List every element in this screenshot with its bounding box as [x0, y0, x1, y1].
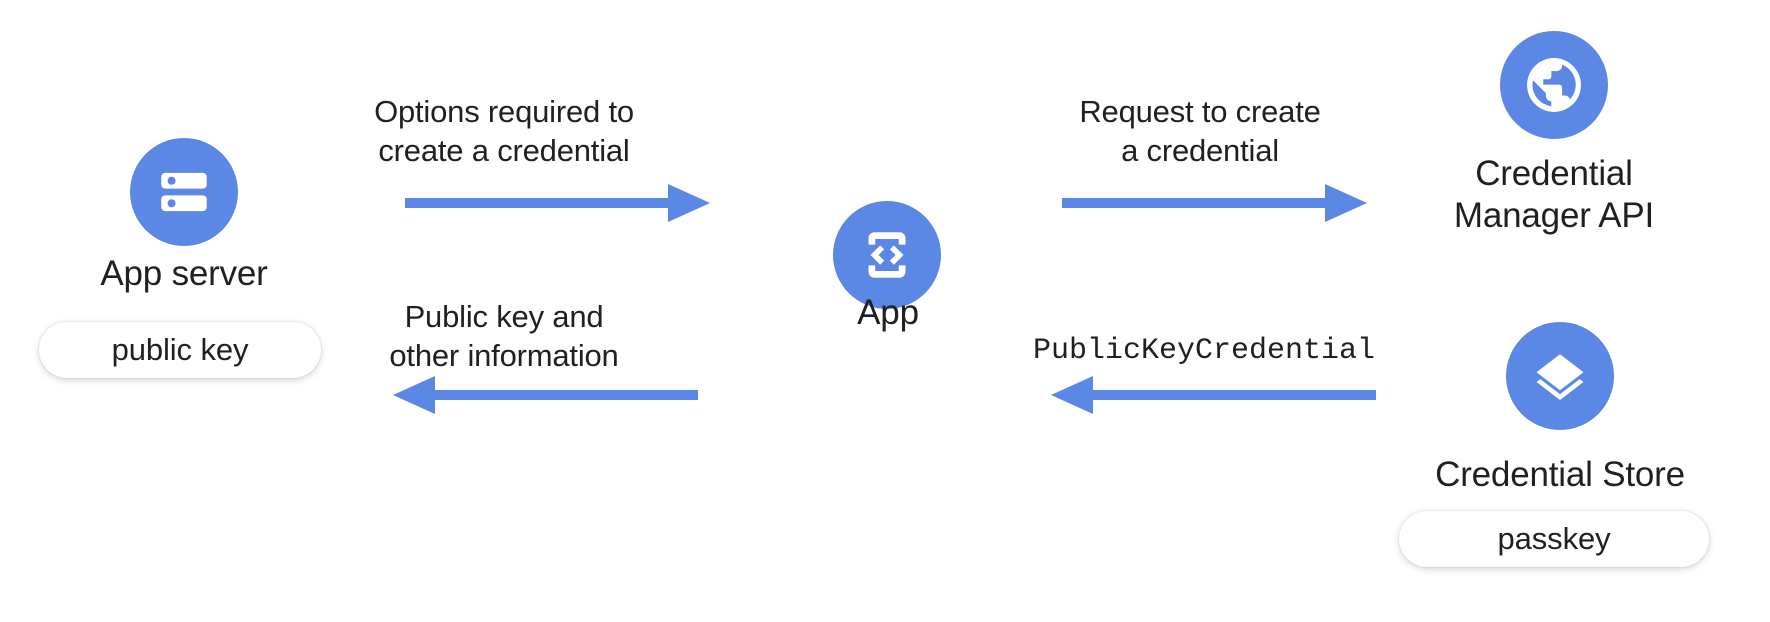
node-app-server-label: App server	[100, 254, 268, 293]
edge-label-publickeycredential: PublicKeyCredential	[1032, 334, 1376, 368]
node-credential-manager-api-label: Credential Manager API	[1453, 154, 1655, 235]
chip-public-key: public key	[39, 322, 321, 378]
layers-icon	[1506, 322, 1614, 430]
arrow-left-icon	[1036, 374, 1376, 416]
arrow-right-icon	[405, 182, 710, 224]
app-code-phone-icon	[833, 201, 941, 309]
arrow-left-icon	[378, 374, 698, 416]
server-icon	[130, 138, 238, 246]
chip-passkey: passkey	[1399, 511, 1709, 567]
edge-label-request-to-create: Request to create a credential	[1079, 94, 1321, 168]
node-app-label: App	[857, 293, 919, 332]
edge-label-options-required: Options required to create a credential	[374, 94, 634, 168]
arrow-right-icon	[1062, 182, 1367, 224]
edge-label-public-key-and-other-information: Public key and other information	[389, 299, 619, 373]
globe-icon	[1500, 31, 1608, 139]
node-credential-store-label: Credential Store	[1435, 455, 1685, 494]
